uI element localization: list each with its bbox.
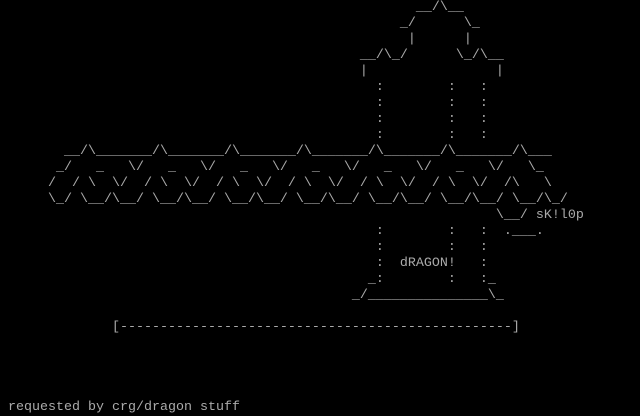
ascii-art: __/\__ _/ \_ | | __/\_/ \_/\__ xyxy=(47,0,584,335)
credit-line: requested by crg/dragon stuff xyxy=(8,400,240,415)
